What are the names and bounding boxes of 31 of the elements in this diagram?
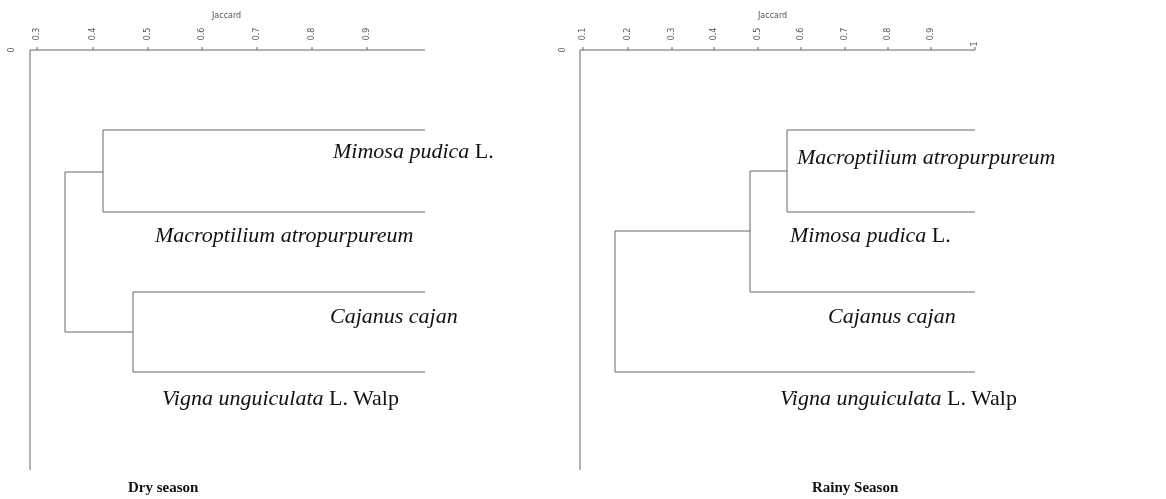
tick-label: 0.4 [710,27,718,41]
tick-label: 1 [971,41,979,47]
tick-label: 0.3 [668,27,676,41]
tick-label: 0.2 [624,27,632,41]
species-label: Macroptilium atropurpureum [155,224,414,246]
species-label: Cajanus cajan [828,305,956,327]
tick-label: 0.6 [198,27,206,41]
species-label: Vigna unguiculata L. Walp [780,387,1017,409]
axis-title: Jaccard [758,12,788,20]
tick-label: 0.5 [144,27,152,41]
tick-label: 0.7 [253,27,261,41]
tick-label: 0.4 [89,27,97,41]
tick-label: 0.6 [797,27,805,41]
tick-label: 0.8 [308,27,316,41]
tick-label: 0.9 [927,27,935,41]
tick-label: 0.7 [841,27,849,41]
tick-label: 0.1 [579,27,587,41]
species-label: Vigna unguiculata L. Walp [162,387,399,409]
tick-label: 0.3 [33,27,41,41]
tick-label: 0.9 [363,27,371,41]
panel-caption: Rainy Season [812,480,899,495]
panel-caption: Dry season [128,480,199,495]
species-label: Mimosa pudica L. [790,224,951,246]
species-label: Macroptilium atropurpureum [797,146,1056,168]
axis-title: Jaccard [212,12,242,20]
species-label: Cajanus cajan [330,305,458,327]
tick-label: 0.8 [884,27,892,41]
tick-label: 0 [8,47,16,53]
tick-label: 0 [559,47,567,53]
species-label: Mimosa pudica L. [333,140,494,162]
tick-label: 0.5 [754,27,762,41]
